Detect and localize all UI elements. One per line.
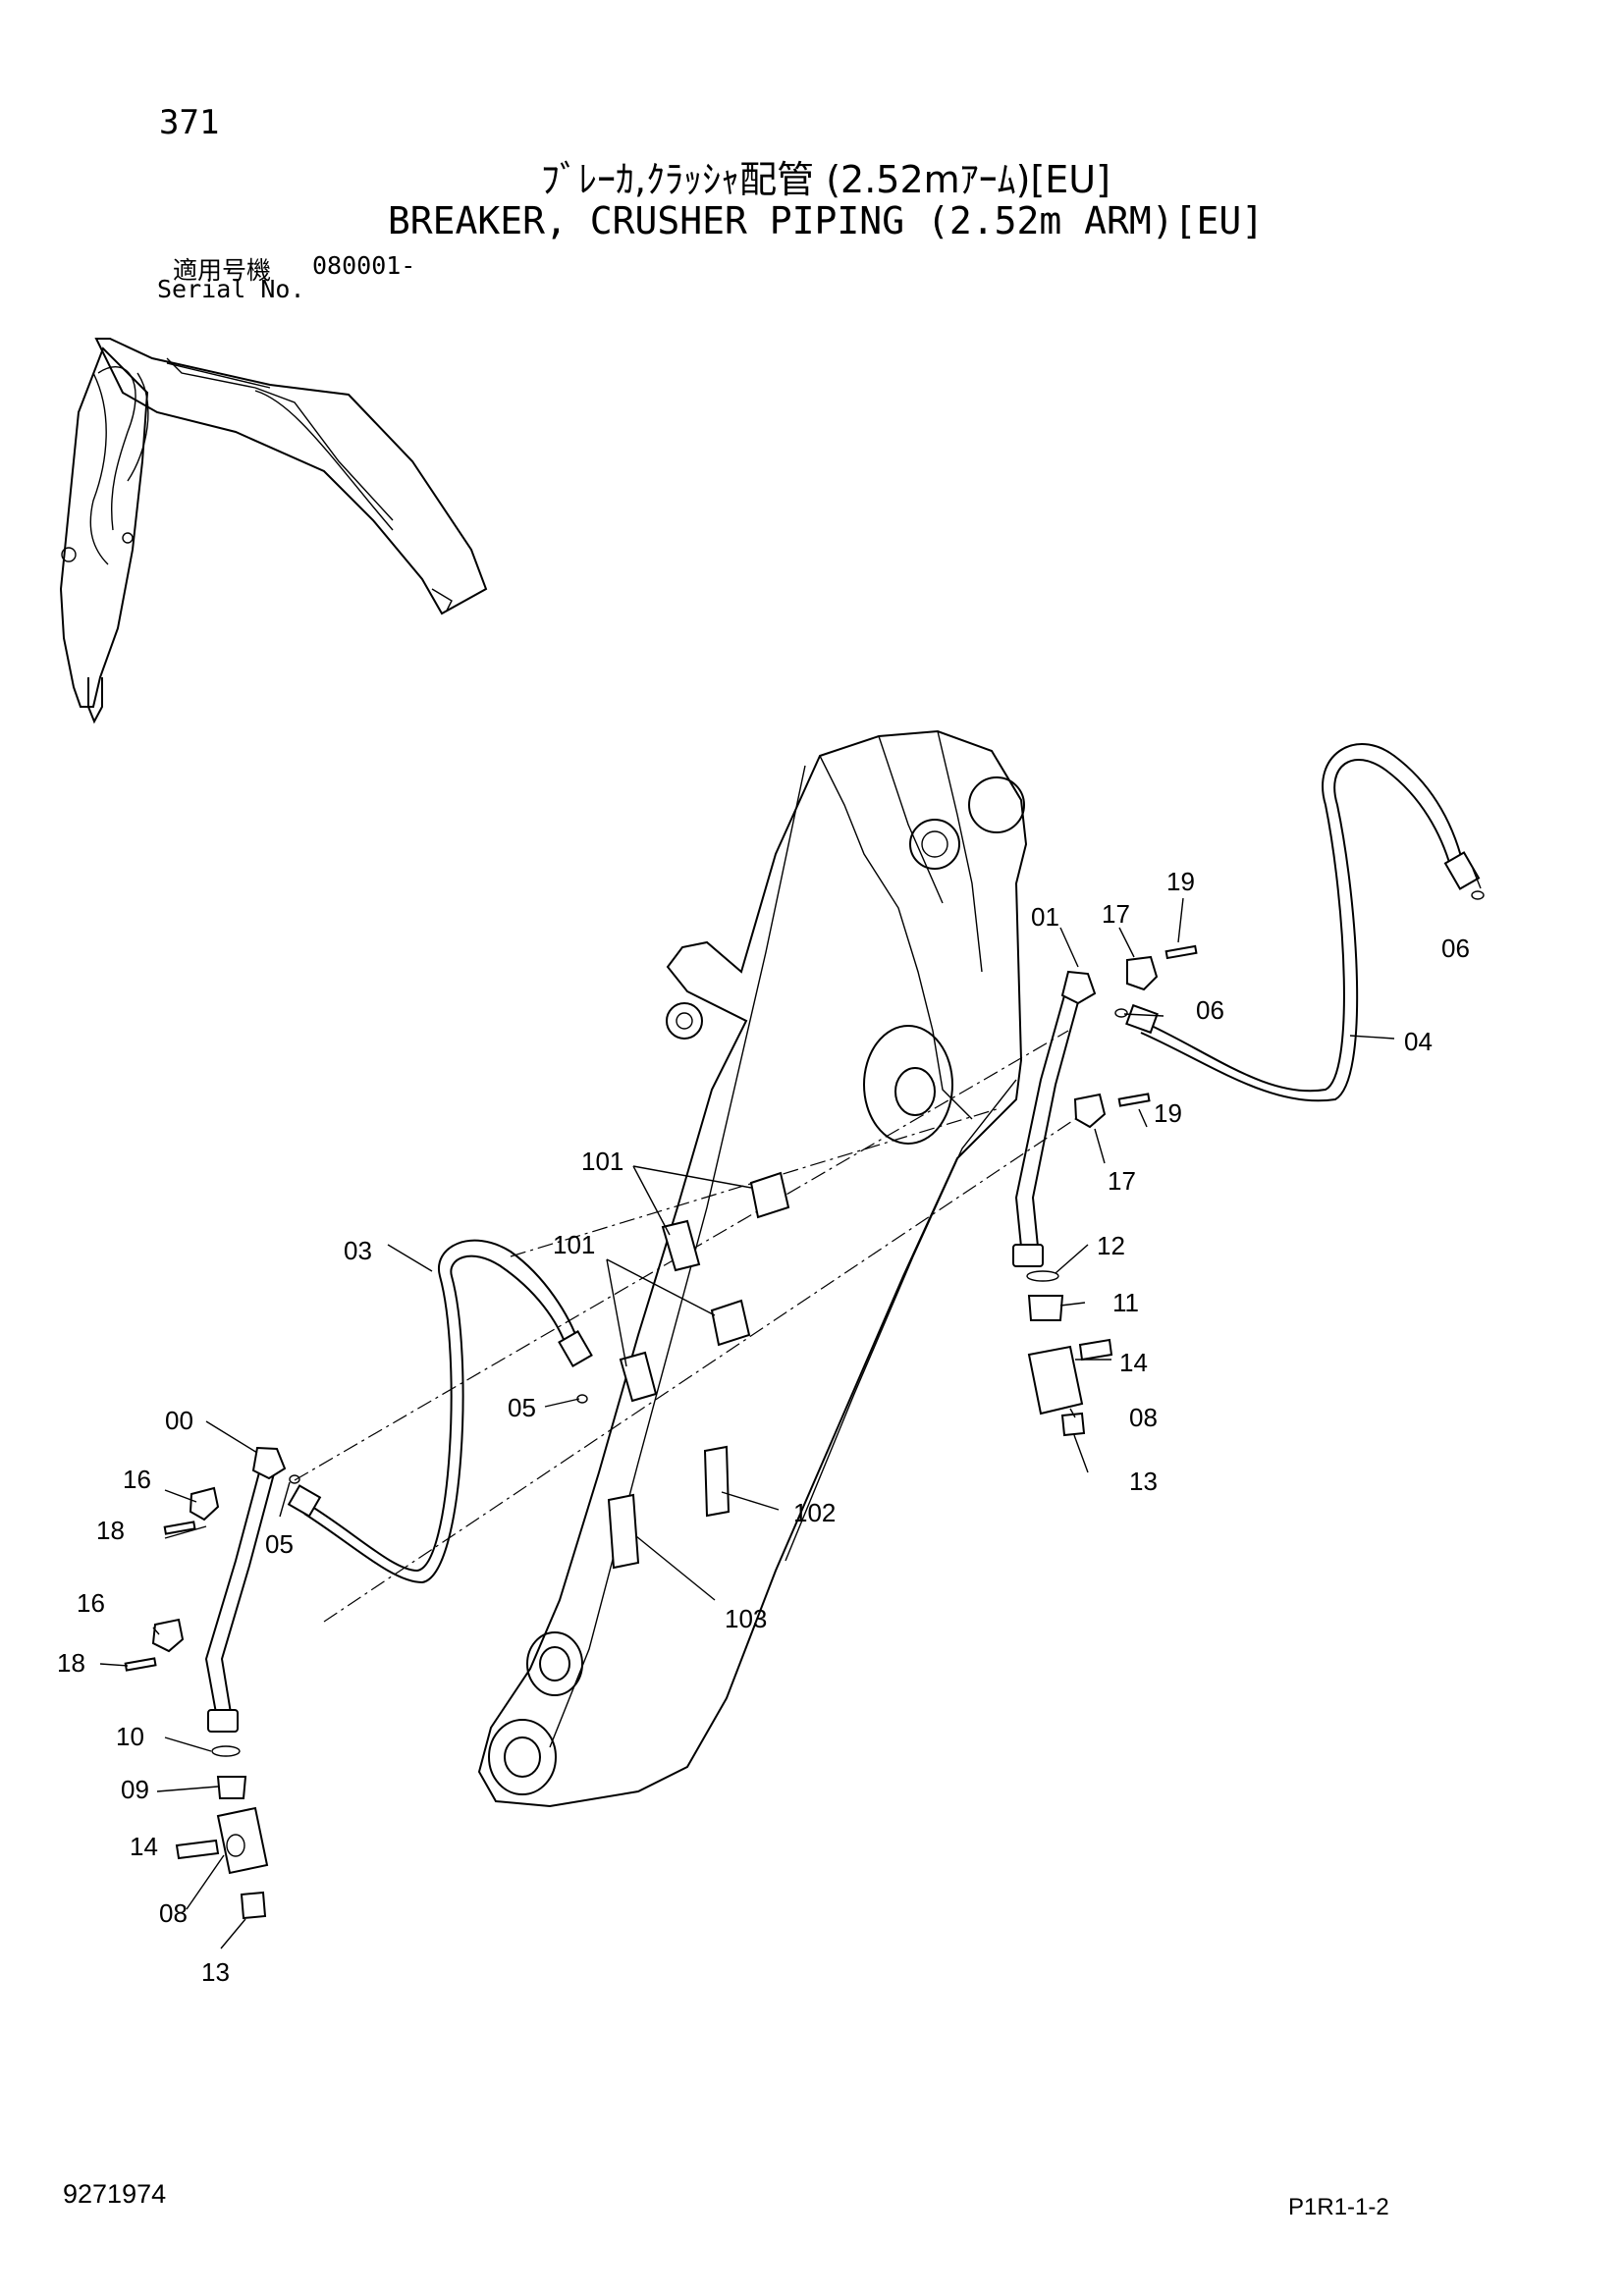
callout-00: 00 bbox=[165, 1406, 193, 1435]
callout-11: 11 bbox=[1112, 1288, 1139, 1317]
callout-16: 16 bbox=[77, 1588, 105, 1618]
callout-09: 09 bbox=[121, 1775, 149, 1804]
right-pipe-assembly bbox=[1012, 743, 1485, 1437]
callout-19: 19 bbox=[1154, 1098, 1182, 1128]
callout-19: 19 bbox=[1166, 867, 1195, 896]
callout-18: 18 bbox=[96, 1516, 125, 1545]
serial-label-japanese: 適用号機 bbox=[173, 256, 272, 285]
callout-101: 101 bbox=[553, 1230, 595, 1259]
leader-lines bbox=[99, 868, 1482, 1949]
callout-16: 16 bbox=[123, 1465, 151, 1494]
left-pipe-assembly bbox=[124, 1239, 593, 1920]
callout-17: 17 bbox=[1108, 1166, 1136, 1196]
callout-04: 04 bbox=[1404, 1027, 1433, 1056]
overview-illustration bbox=[59, 338, 488, 724]
callout-08: 08 bbox=[159, 1898, 188, 1928]
callout-labels: 01 17 19 06 06 04 19 17 101 101 03 12 11… bbox=[57, 867, 1470, 1987]
callout-18: 18 bbox=[57, 1648, 85, 1678]
callout-102: 102 bbox=[793, 1498, 836, 1527]
callout-05: 05 bbox=[265, 1529, 294, 1559]
document-number: 9271974 bbox=[63, 2179, 167, 2209]
serial-value: 080001- bbox=[312, 251, 416, 280]
callout-13: 13 bbox=[1129, 1467, 1158, 1496]
arm-structure bbox=[477, 729, 1028, 1808]
serial-label-english: Serial No. bbox=[157, 275, 305, 303]
callout-12: 12 bbox=[1097, 1231, 1125, 1260]
callout-103: 103 bbox=[725, 1604, 767, 1633]
callout-06: 06 bbox=[1441, 934, 1470, 963]
callout-14: 14 bbox=[130, 1832, 158, 1861]
centerlines bbox=[294, 1030, 1076, 1623]
callout-01: 01 bbox=[1031, 902, 1059, 932]
title-english: BREAKER, CRUSHER PIPING (2.52m ARM)[EU] bbox=[387, 199, 1265, 242]
clamp-parts bbox=[619, 1171, 790, 1403]
page-code: P1R1-1-2 bbox=[1288, 2194, 1389, 2220]
callout-13: 13 bbox=[201, 1957, 230, 1987]
callout-08: 08 bbox=[1129, 1403, 1158, 1432]
callout-10: 10 bbox=[116, 1722, 144, 1751]
callout-05: 05 bbox=[508, 1393, 536, 1422]
callout-03: 03 bbox=[344, 1236, 372, 1265]
callout-17: 17 bbox=[1102, 899, 1130, 929]
title-japanese: ﾌﾞﾚｰｶ,ｸﾗｯｼｬ配管 (2.52mｱｰﾑ)[EU] bbox=[541, 158, 1110, 201]
callout-14: 14 bbox=[1119, 1348, 1148, 1377]
page-number: 371 bbox=[159, 103, 220, 142]
callout-06: 06 bbox=[1196, 995, 1224, 1025]
callout-101: 101 bbox=[581, 1147, 623, 1176]
